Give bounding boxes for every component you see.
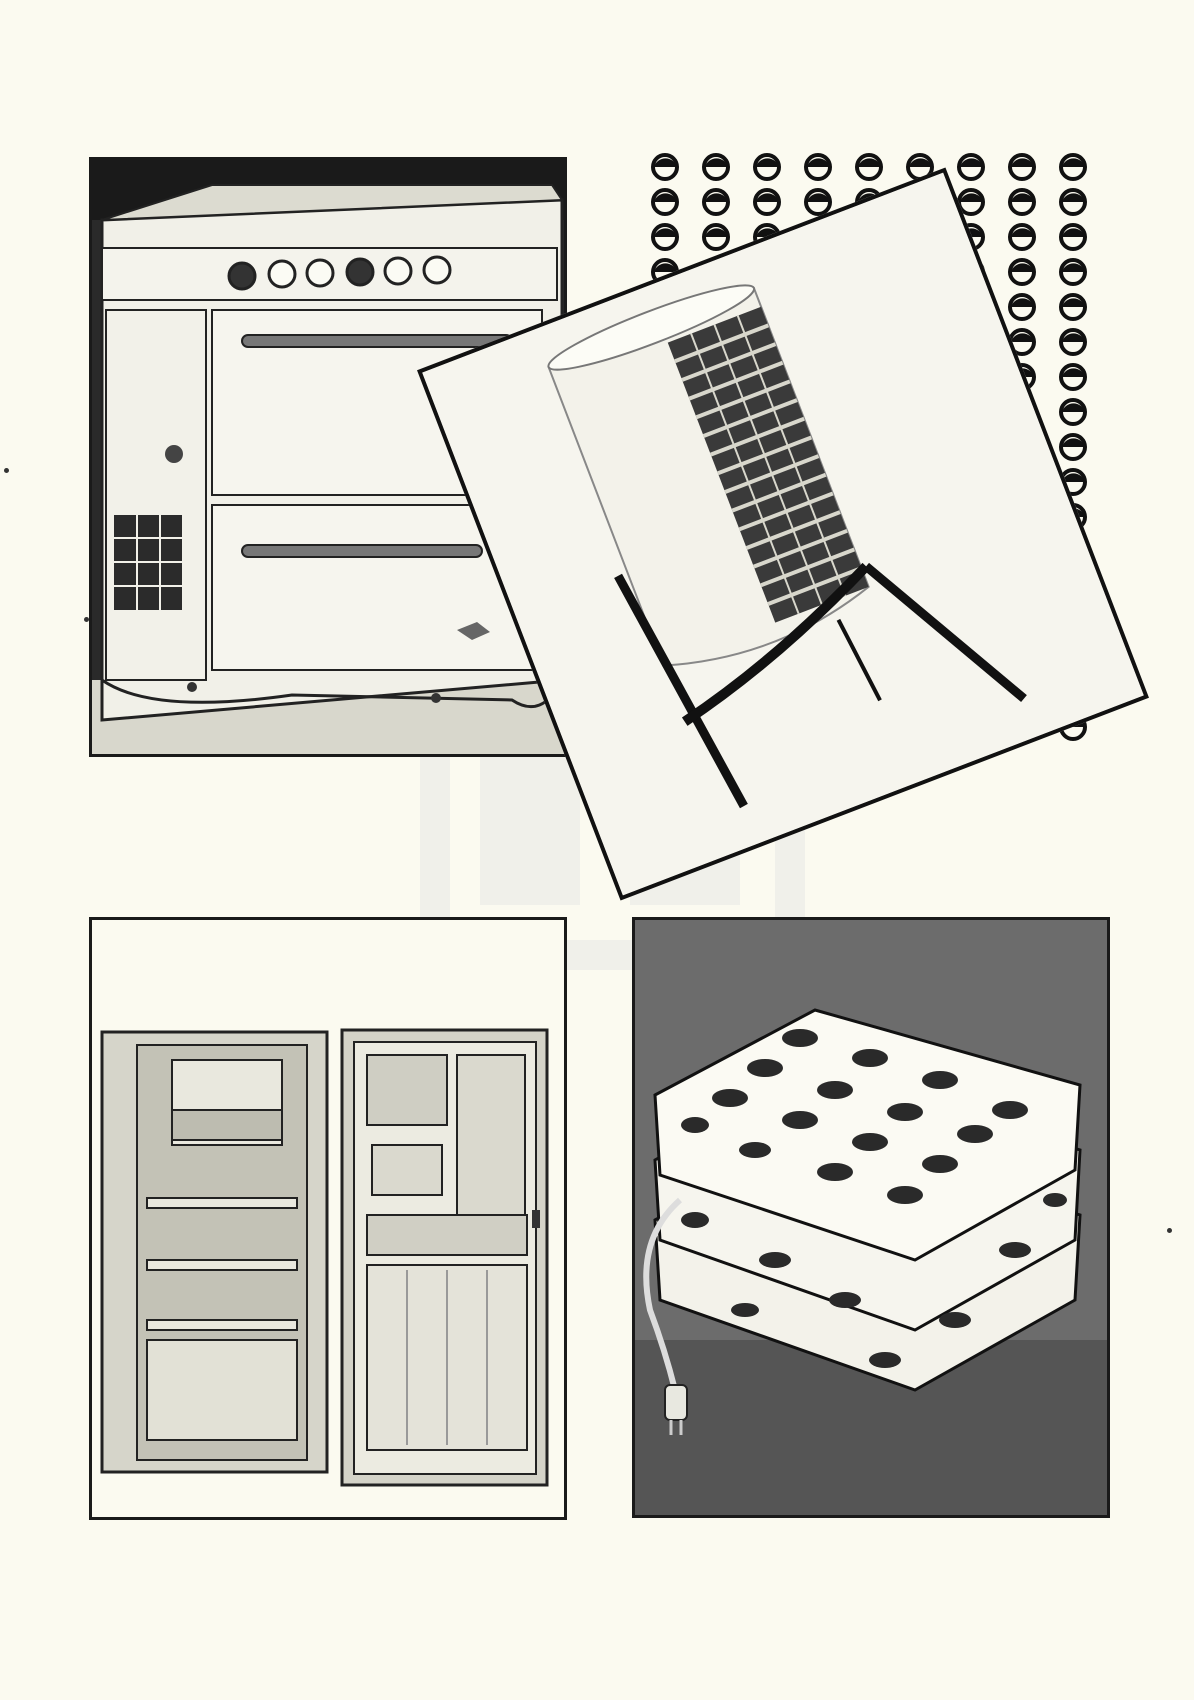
scan-speck: [84, 617, 89, 622]
heater-photo: [417, 167, 1149, 901]
refrigerator-photo: [89, 917, 567, 1520]
stove-photo: [89, 157, 567, 757]
bed-warmer-photo: [632, 917, 1110, 1518]
scan-speck: [1167, 1228, 1172, 1233]
scan-speck: [4, 468, 9, 473]
